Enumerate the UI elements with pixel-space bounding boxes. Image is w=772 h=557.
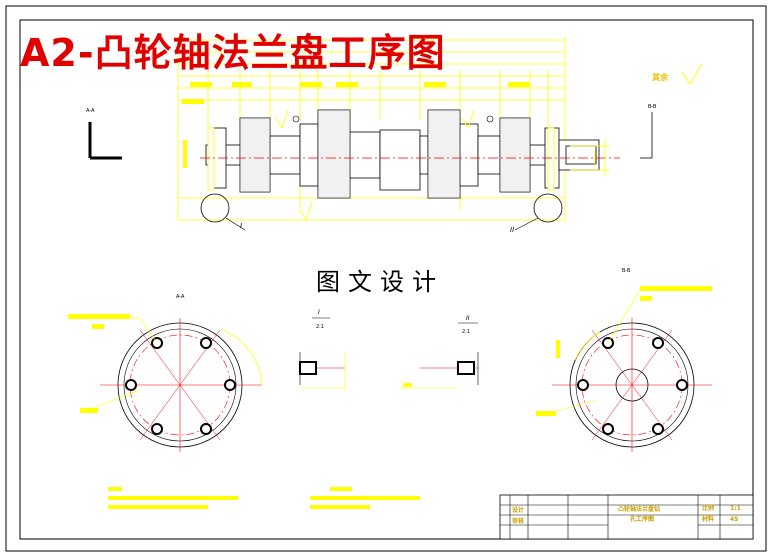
view-b-bolt-holes	[577, 337, 688, 435]
surface-note-label: 其余	[652, 72, 669, 82]
surface-finish-note: 其余	[652, 63, 703, 85]
detail-circle-ii	[533, 193, 563, 223]
title-block-scale-value: 1:1	[730, 505, 741, 512]
view-b-label: B-B	[622, 268, 631, 274]
shaft-shading	[240, 110, 530, 198]
detail-ii-label: II	[466, 315, 470, 322]
title-block-reviewer: 审核	[512, 517, 524, 525]
title-block: 设计 审核 凸轮轴法兰盘钻 孔工序图 比例 材料 1:1 45	[499, 494, 754, 540]
svg-text:A-A: A-A	[86, 108, 95, 114]
callout-ii-label: II	[510, 226, 514, 234]
detail-i-view: I 2:1	[299, 309, 346, 390]
view-a-bolt-holes	[125, 337, 236, 435]
watermark-text: 图文设计	[316, 268, 444, 296]
title-block-part-name-2: 孔工序图	[630, 515, 654, 523]
inner-border	[19, 19, 754, 540]
detail-circle-i	[200, 193, 230, 223]
roughness-marks	[275, 109, 475, 221]
title-block-scale-label: 比例	[702, 504, 714, 512]
detail-i-label: I	[318, 309, 320, 316]
detail-i-scale: 2:1	[316, 324, 324, 330]
right-end-dimensions	[570, 140, 610, 176]
outer-border	[5, 5, 767, 552]
camshaft-main-view: B-B I II	[177, 36, 657, 234]
shaft-segments	[205, 109, 600, 199]
view-a-section: A-A	[68, 294, 263, 452]
drawing-title: A2-凸轮轴法兰盘工序图	[20, 31, 446, 75]
view-direction-marker: A-A	[86, 108, 122, 160]
detail-ii-view: II 2:1	[401, 315, 479, 390]
svg-text:B-B: B-B	[648, 104, 657, 110]
section-arrow-right: B-B	[640, 104, 657, 159]
top-dimensions	[177, 36, 566, 221]
callout-i-label: I	[240, 222, 242, 230]
end-flanges	[207, 127, 555, 191]
title-block-designer: 设计	[512, 506, 524, 514]
tech-notes	[108, 487, 420, 509]
view-a-label: A-A	[176, 294, 185, 300]
view-b-section: B-B	[536, 268, 712, 452]
title-block-part-name-1: 凸轮轴法兰盘钻	[618, 505, 660, 513]
detail-ii-scale: 2:1	[462, 329, 470, 335]
title-block-material-label: 材料	[701, 515, 714, 523]
title-block-material-value: 45	[730, 516, 738, 523]
